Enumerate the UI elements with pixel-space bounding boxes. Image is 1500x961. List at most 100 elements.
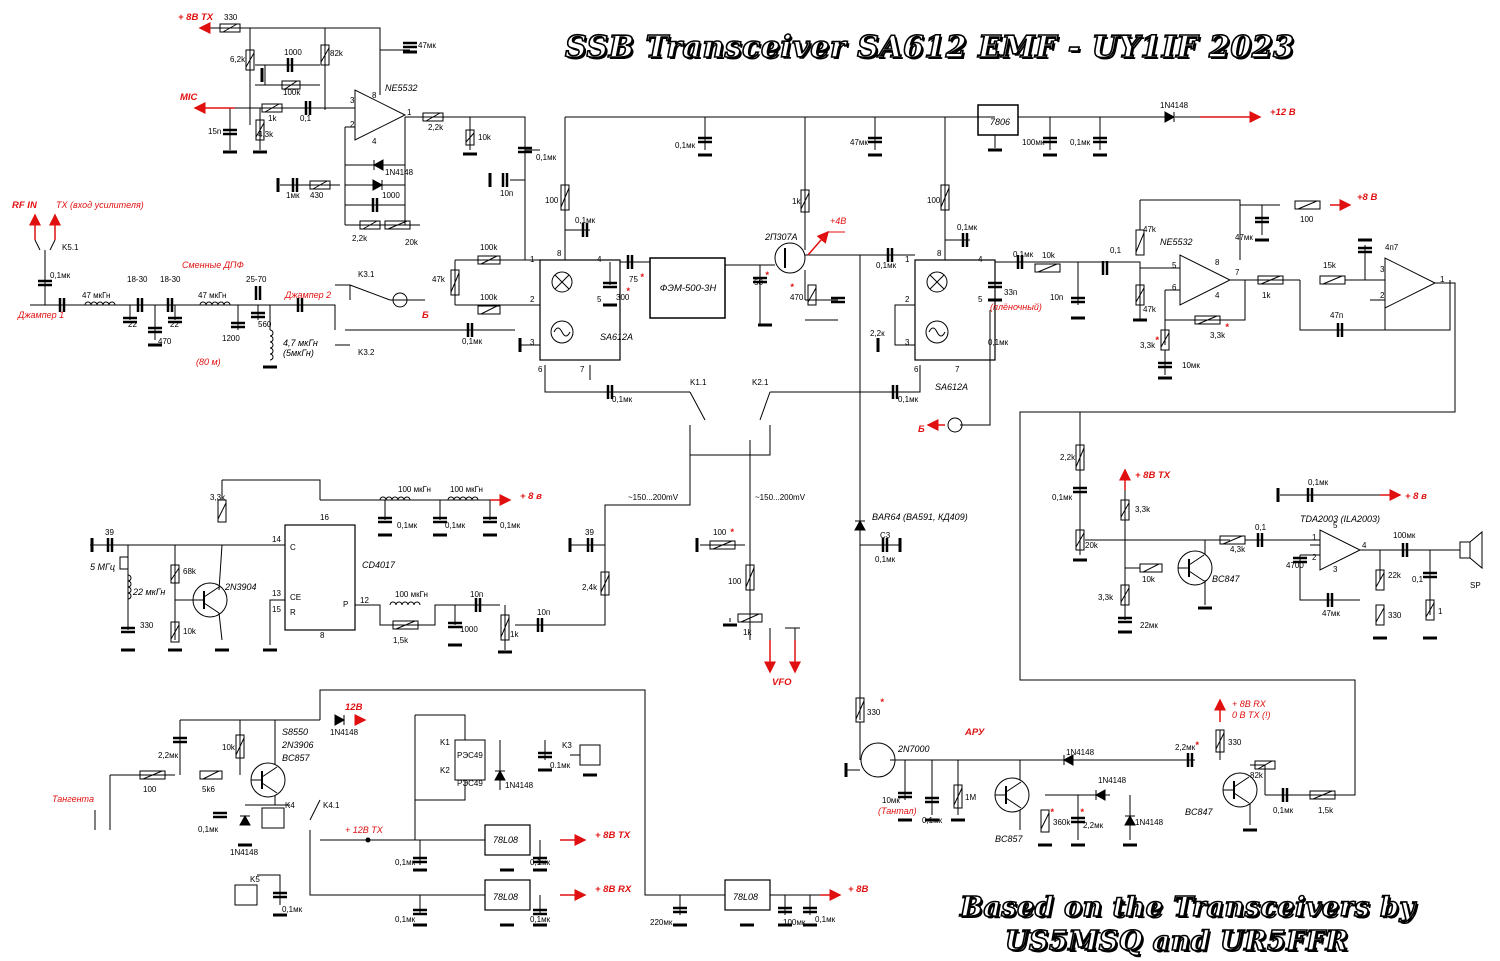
label: 47k	[1143, 225, 1157, 234]
resistor	[1219, 535, 1246, 545]
ic-body	[539, 259, 621, 361]
label: 1мк	[286, 191, 300, 200]
opamp-icon	[1319, 529, 1362, 571]
resistor	[1425, 599, 1435, 621]
pin-number: 2	[350, 120, 355, 129]
plus8v-label-c: + 8 в	[1405, 491, 1427, 502]
resistor	[384, 220, 411, 230]
label: 330	[1228, 738, 1242, 747]
relay-coil-icon	[234, 884, 258, 906]
pin-number: 3	[905, 338, 910, 347]
resistor	[855, 697, 865, 723]
resistor-slash	[1135, 287, 1145, 303]
zero-v-tx-label: 0 В ТХ (!)	[1232, 710, 1271, 720]
diode	[1164, 111, 1176, 123]
label: 20k	[405, 238, 419, 247]
label: C3	[880, 531, 891, 540]
resistor	[500, 614, 510, 641]
diode	[372, 179, 384, 191]
label: 22 мкГн	[132, 587, 165, 597]
resistor	[1257, 275, 1284, 285]
label: 0,1мк	[875, 555, 896, 564]
label: 47мк	[1322, 609, 1340, 618]
wire	[1370, 299, 1386, 330]
pin-number: 7	[955, 365, 960, 374]
label: 47k	[1143, 305, 1157, 314]
mixer-x	[554, 274, 570, 290]
pin-number: 1	[407, 108, 412, 117]
label: 100	[927, 196, 941, 205]
resistor-slash	[1297, 200, 1318, 210]
label: 1N4148	[385, 168, 414, 177]
pin-number: 15	[272, 605, 281, 614]
resistor-slash	[202, 770, 220, 780]
diode	[854, 519, 866, 531]
pin-number: 8	[937, 249, 942, 258]
resistor	[737, 613, 763, 623]
relay-k2-1: K2.1	[752, 378, 769, 387]
label: 47мк	[1235, 233, 1253, 242]
pin-number: 5	[978, 295, 983, 304]
ic-body	[484, 824, 531, 856]
wire	[210, 27, 381, 95]
label: 0,1мк	[530, 915, 551, 924]
resistor	[170, 564, 180, 584]
resistor-slash	[245, 52, 255, 68]
label: 82k	[330, 49, 344, 58]
plus8v-label-a: +8 В	[1357, 192, 1377, 203]
resistor	[1375, 569, 1385, 591]
chip-2n3904: 2N3904	[224, 582, 257, 592]
label: 300	[616, 293, 630, 302]
chip-ne5532-audio: NE5532	[1160, 237, 1193, 247]
label: 18-30	[127, 275, 148, 284]
vfo-level-2: ~150...200mV	[755, 493, 806, 502]
wire	[309, 830, 485, 896]
label: 3,3k	[210, 493, 226, 502]
pin-number: 7	[1235, 268, 1240, 277]
label: 10k	[478, 133, 492, 142]
resistor	[450, 269, 460, 296]
wire	[257, 874, 281, 905]
resistor-slash	[170, 567, 180, 581]
label: 1k	[268, 114, 277, 123]
label: 2,2k	[352, 234, 368, 243]
resistor	[170, 621, 180, 643]
label: 3,3k	[1140, 341, 1156, 350]
resistor	[359, 220, 381, 230]
label: 100 мкГн	[395, 590, 428, 599]
pin-number: 13	[272, 589, 281, 598]
page-title: SSB Transceiver SA612 EMF - UY1IF 2023	[564, 29, 1295, 66]
pin-number: 8	[372, 91, 377, 100]
wire	[1299, 280, 1451, 331]
resistor-slash	[1257, 760, 1273, 770]
transistor-e	[1005, 797, 1022, 809]
inductor	[127, 592, 132, 600]
pin-number: 2	[1312, 553, 1317, 562]
resistor	[1135, 284, 1145, 306]
jumper2-label: Джампер 2	[284, 290, 331, 300]
label: 1000	[284, 48, 302, 57]
label: 360k	[1053, 818, 1071, 827]
label: 1N4148	[1135, 818, 1164, 827]
resistor	[199, 770, 223, 780]
wire	[960, 310, 991, 426]
label: 22	[128, 320, 137, 329]
label: 25-70	[246, 275, 267, 284]
relay-k5-1: K5.1	[62, 243, 79, 252]
label: 2,2мк	[158, 751, 179, 760]
resistor	[477, 255, 501, 265]
resistor	[465, 129, 475, 146]
resistor-slash	[712, 540, 733, 550]
resistor	[217, 499, 227, 523]
agc-label: АРУ	[964, 727, 986, 738]
label: 47мк	[418, 41, 436, 50]
wire	[222, 479, 321, 500]
band-label: (80 м)	[196, 357, 221, 367]
inductor	[471, 496, 479, 501]
label: 3,3k	[1135, 505, 1151, 514]
label: 1000	[382, 191, 400, 200]
sine-icon	[928, 327, 946, 337]
resistor-slash	[312, 180, 328, 190]
ic-body	[454, 739, 486, 781]
